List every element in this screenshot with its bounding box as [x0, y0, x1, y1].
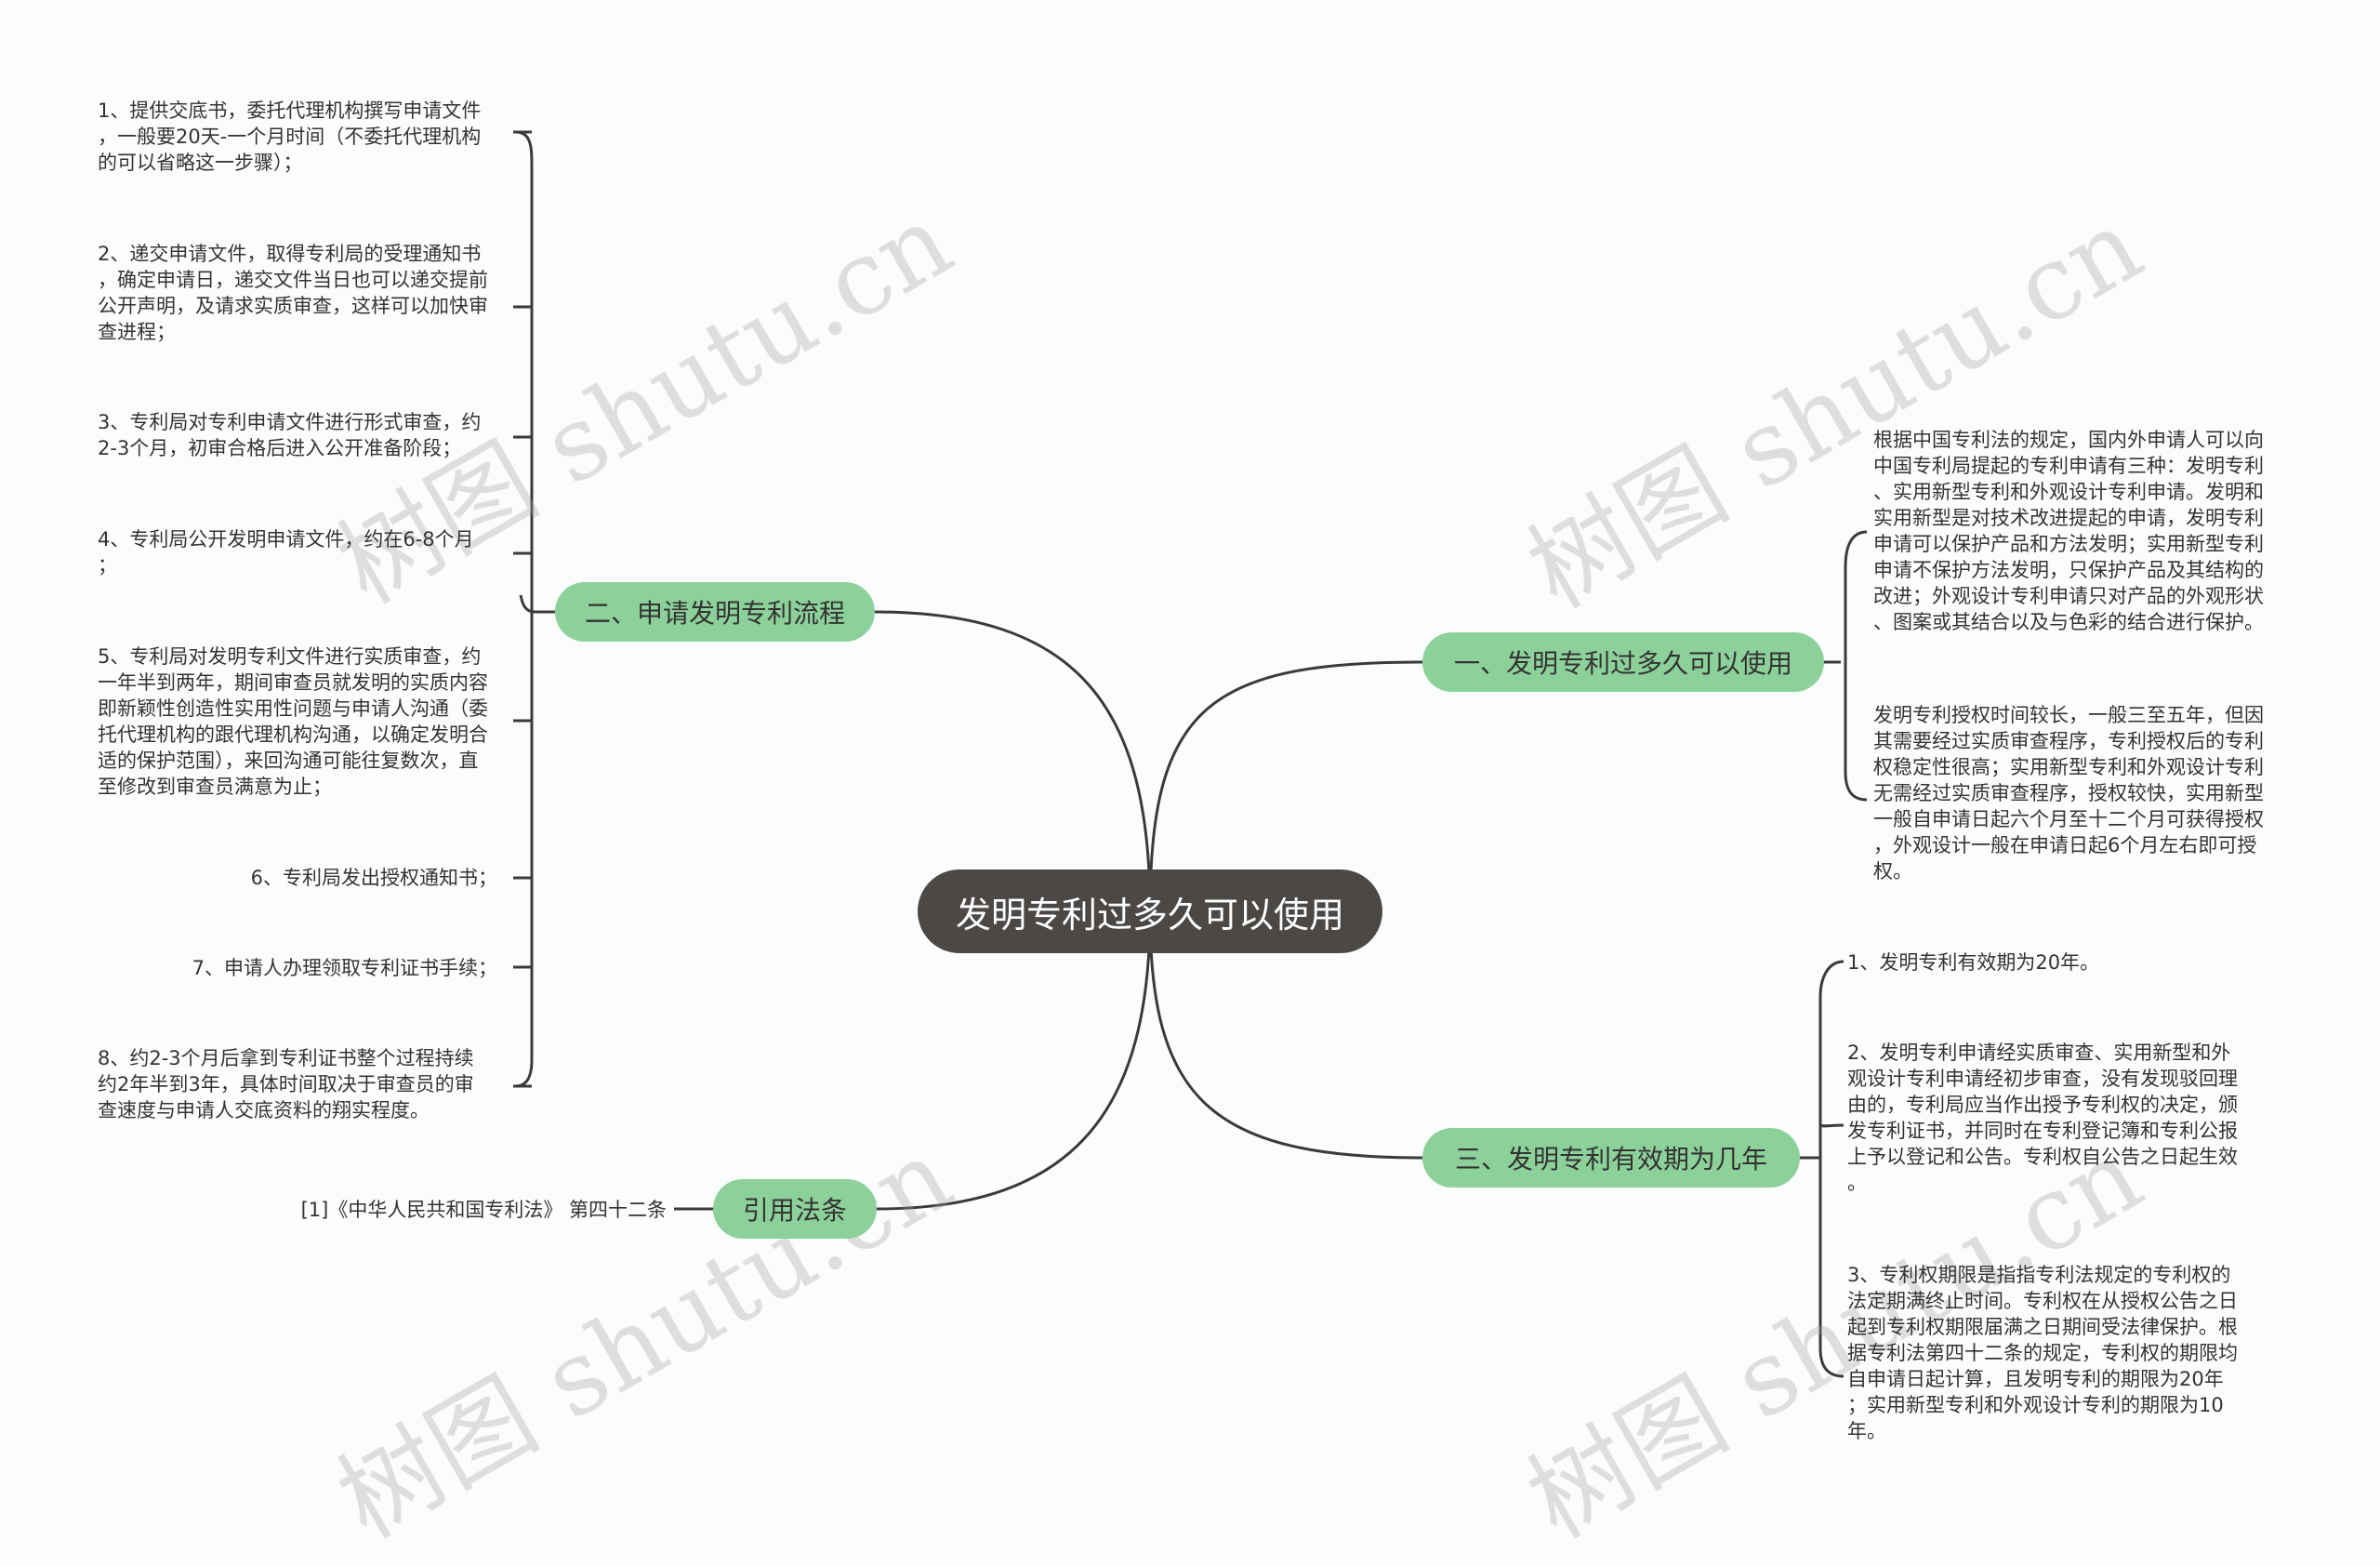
leaf-process-8: 8、约2-3个月后拿到专利证书整个过程持续 约2年半到3年，具体时间取决于审查员…: [98, 1047, 474, 1121]
branch-law[interactable]: 引用法条: [713, 1179, 877, 1239]
leaf-process-4: 4、专利局公开发明申请文件，约在6-8个月 ；: [98, 528, 474, 577]
leaf-how-long-1: 根据中国专利法的规定，国内外申请人可以向 中国专利局提起的专利申请有三种：发明专…: [1873, 429, 2264, 633]
bracket-validity: [1818, 960, 1844, 1378]
edge-root-how-long: [1148, 660, 1423, 912]
leaf-process-1: 1、提供交底书，委托代理机构撰写申请文件 ，一般要20天-一个月时间（不委托代理…: [98, 100, 482, 174]
leaf-process-6: 6、专利局发出授权通知书；: [250, 867, 497, 889]
leaf-process-3: 3、专利局对专利申请文件进行形式审查，约 2-3个月，初审合格后进入公开准备阶段…: [98, 411, 482, 459]
leaf-process-5: 5、专利局对发明专利文件进行实质审查，约 一年半到两年，期间审查员就发明的实质内…: [98, 645, 488, 798]
edge-root-validity: [1148, 910, 1423, 1160]
leaf-validity-1: 1、发明专利有效期为20年。: [1847, 951, 2100, 974]
bracket-process-joint: [519, 594, 536, 614]
leaf-process-2: 2、递交申请文件，取得专利局的受理通知书 ，确定申请日，递交文件当日也可以递交提…: [98, 243, 488, 343]
edge-root-process: [874, 610, 1152, 912]
branch-validity[interactable]: 三、发明专利有效期为几年: [1422, 1128, 1800, 1188]
leaf-law-1: [1]《中华人民共和国专利法》 第四十二条: [300, 1199, 667, 1221]
bracket-process: [515, 130, 534, 1088]
bracket-how-long: [1844, 530, 1868, 802]
leaf-process-7: 7、申请人办理领取专利证书手续；: [192, 957, 497, 979]
root-topic[interactable]: 发明专利过多久可以使用: [918, 869, 1382, 953]
hook-validity-2: [1819, 1123, 1844, 1128]
edge-root-law: [876, 910, 1152, 1211]
branch-process[interactable]: 二、申请发明专利流程: [555, 582, 875, 642]
leaf-how-long-2: 发明专利授权时间较长，一般三至五年，但因 其需要经过实质审查程序，专利授权后的专…: [1873, 704, 2264, 883]
branch-how-long[interactable]: 一、发明专利过多久可以使用: [1422, 632, 1824, 692]
leaf-validity-2: 2、发明专利申请经实质审查、实用新型和外 观设计专利申请经初步审查，没有发现驳回…: [1847, 1042, 2238, 1194]
leaf-validity-3: 3、专利权期限是指指专利法规定的专利权的 法定期满终止时间。专利权在从授权公告之…: [1847, 1264, 2238, 1442]
